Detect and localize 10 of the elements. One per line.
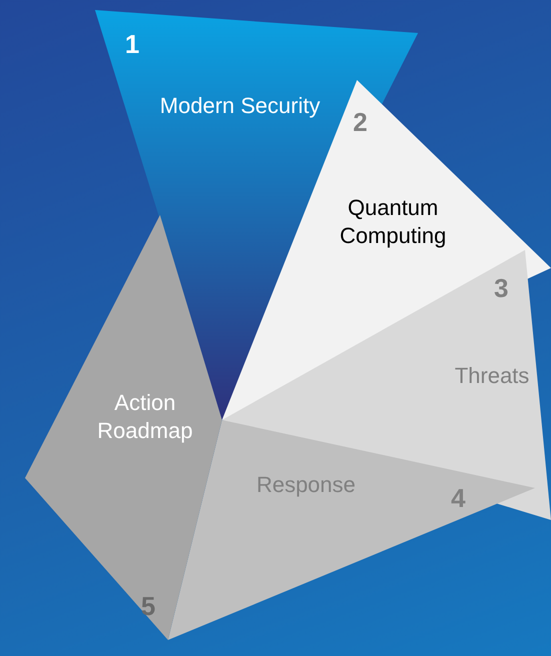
step-number: 3 — [494, 272, 508, 304]
step-number: 5 — [141, 590, 156, 622]
step-label: Response — [255, 471, 357, 498]
step-label: Threats — [454, 362, 530, 390]
step-number: 2 — [353, 106, 368, 138]
step-number: 4 — [451, 482, 466, 514]
step-label: Action Roadmap — [96, 389, 194, 444]
step-number: 1 — [125, 28, 140, 60]
step-label: Modern Security — [158, 92, 322, 120]
step-label: Quantum Computing — [338, 194, 448, 249]
